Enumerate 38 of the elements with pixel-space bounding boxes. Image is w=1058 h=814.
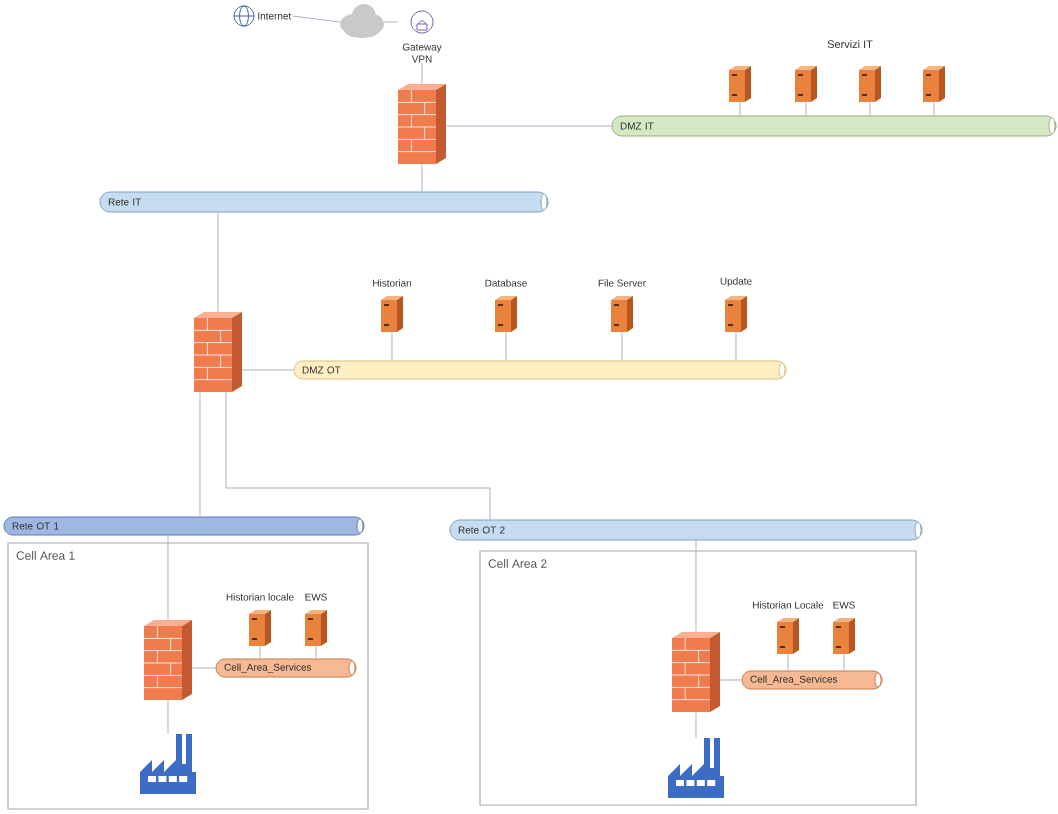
connector-line — [695, 540, 697, 633]
connector-line — [695, 711, 697, 739]
factory-icon — [140, 734, 196, 794]
firewall-icon — [671, 632, 720, 712]
connector-line — [315, 645, 317, 659]
server-icon — [859, 66, 881, 102]
server-icon — [795, 66, 817, 102]
connector-line — [241, 369, 294, 371]
connector-line — [225, 391, 491, 520]
connector-line — [259, 645, 261, 659]
connector-line — [843, 653, 845, 671]
connector-line — [421, 62, 423, 85]
connector-line — [505, 331, 507, 361]
connector-line — [805, 101, 807, 116]
connector-line — [445, 125, 612, 127]
connector-line — [167, 699, 169, 735]
connector-line — [383, 21, 399, 23]
factory-icon — [668, 738, 724, 798]
connector-line — [292, 15, 341, 23]
connector-line — [391, 331, 393, 361]
connector-line — [869, 101, 871, 116]
firewall-icon — [193, 312, 242, 392]
connector-line — [621, 331, 623, 361]
connector-line — [421, 163, 423, 192]
firewall-icon — [397, 84, 446, 164]
connector-line — [217, 212, 219, 313]
server-icon — [729, 66, 751, 102]
firewall-icon — [143, 620, 192, 700]
connector-line — [167, 535, 169, 621]
connector-line — [933, 101, 935, 116]
connector-line — [191, 667, 216, 669]
connector-line — [719, 679, 742, 681]
connector-line — [787, 653, 789, 671]
server-icon — [923, 66, 945, 102]
cloud-icon — [340, 4, 384, 38]
connector-line — [199, 391, 201, 517]
connector-line — [739, 101, 741, 116]
connector-line — [735, 331, 737, 361]
